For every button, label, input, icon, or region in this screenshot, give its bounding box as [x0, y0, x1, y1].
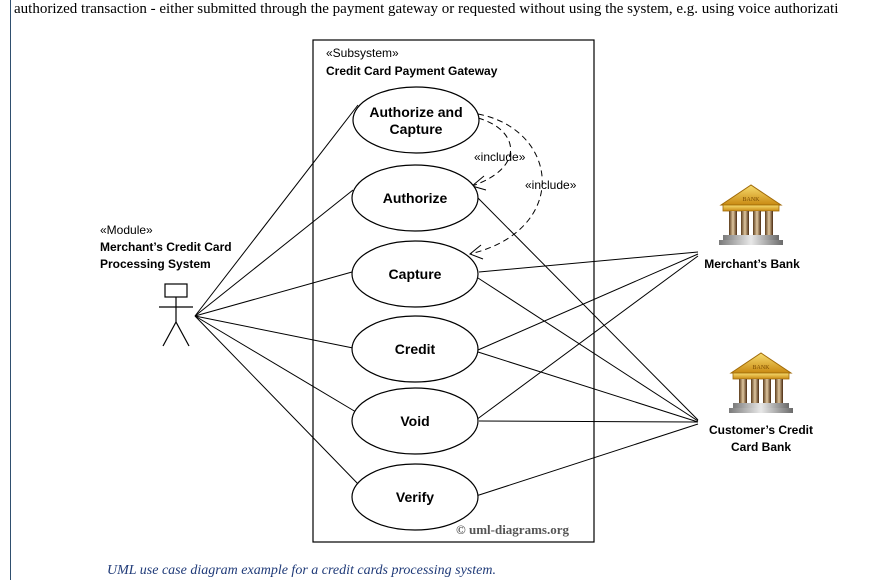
merchants-bank-sign: BANK — [742, 197, 760, 203]
subsystem-stereotype: «Subsystem» — [326, 46, 399, 60]
figure-caption: UML use case diagram example for a credi… — [107, 563, 496, 578]
module-name-line1: Merchant’s Credit Card — [100, 240, 232, 254]
use-case-label-credit: Credit — [395, 341, 436, 357]
merchants-bank-icon: BANK — [718, 184, 784, 246]
use-case-label-authorize: Authorize — [383, 190, 448, 206]
use-case-capture: Capture — [351, 240, 479, 308]
module-name-line2: Processing System — [100, 257, 211, 271]
subsystem-boundary — [312, 39, 595, 543]
use-case-label-capture: Capture — [389, 266, 442, 282]
page-border-line — [10, 0, 11, 580]
include-label-1: «include» — [474, 150, 526, 164]
use-case-authorize-and-capture: Authorize and Capture — [352, 86, 480, 154]
use-case-verify: Verify — [351, 463, 479, 531]
subsystem-name: Credit Card Payment Gateway — [326, 64, 498, 78]
association-lines — [194, 104, 699, 497]
module-stereotype: «Module» — [100, 223, 153, 237]
customers-bank-sign: BANK — [752, 365, 770, 371]
merchants-bank-label: Merchant’s Bank — [704, 257, 800, 271]
customers-bank-label-1: Customer’s Credit — [709, 423, 813, 437]
use-case-credit: Credit — [351, 315, 479, 383]
actor-head-icon — [164, 283, 188, 298]
use-case-label-authorize-and-capture-2: Capture — [390, 121, 443, 137]
use-case-label-authorize-and-capture-1: Authorize and — [369, 104, 462, 120]
include-label-2: «include» — [525, 178, 577, 192]
intro-text: authorized transaction - either submitte… — [14, 1, 839, 17]
use-case-authorize: Authorize — [351, 164, 479, 232]
customers-bank-icon: BANK — [728, 352, 794, 414]
customers-bank-label-2: Card Bank — [731, 440, 791, 454]
actor-merchant-system — [159, 283, 193, 347]
use-case-label-verify: Verify — [396, 489, 434, 505]
use-case-label-void: Void — [400, 413, 429, 429]
use-case-void: Void — [351, 387, 479, 455]
copyright-watermark: © uml-diagrams.org — [456, 522, 569, 537]
